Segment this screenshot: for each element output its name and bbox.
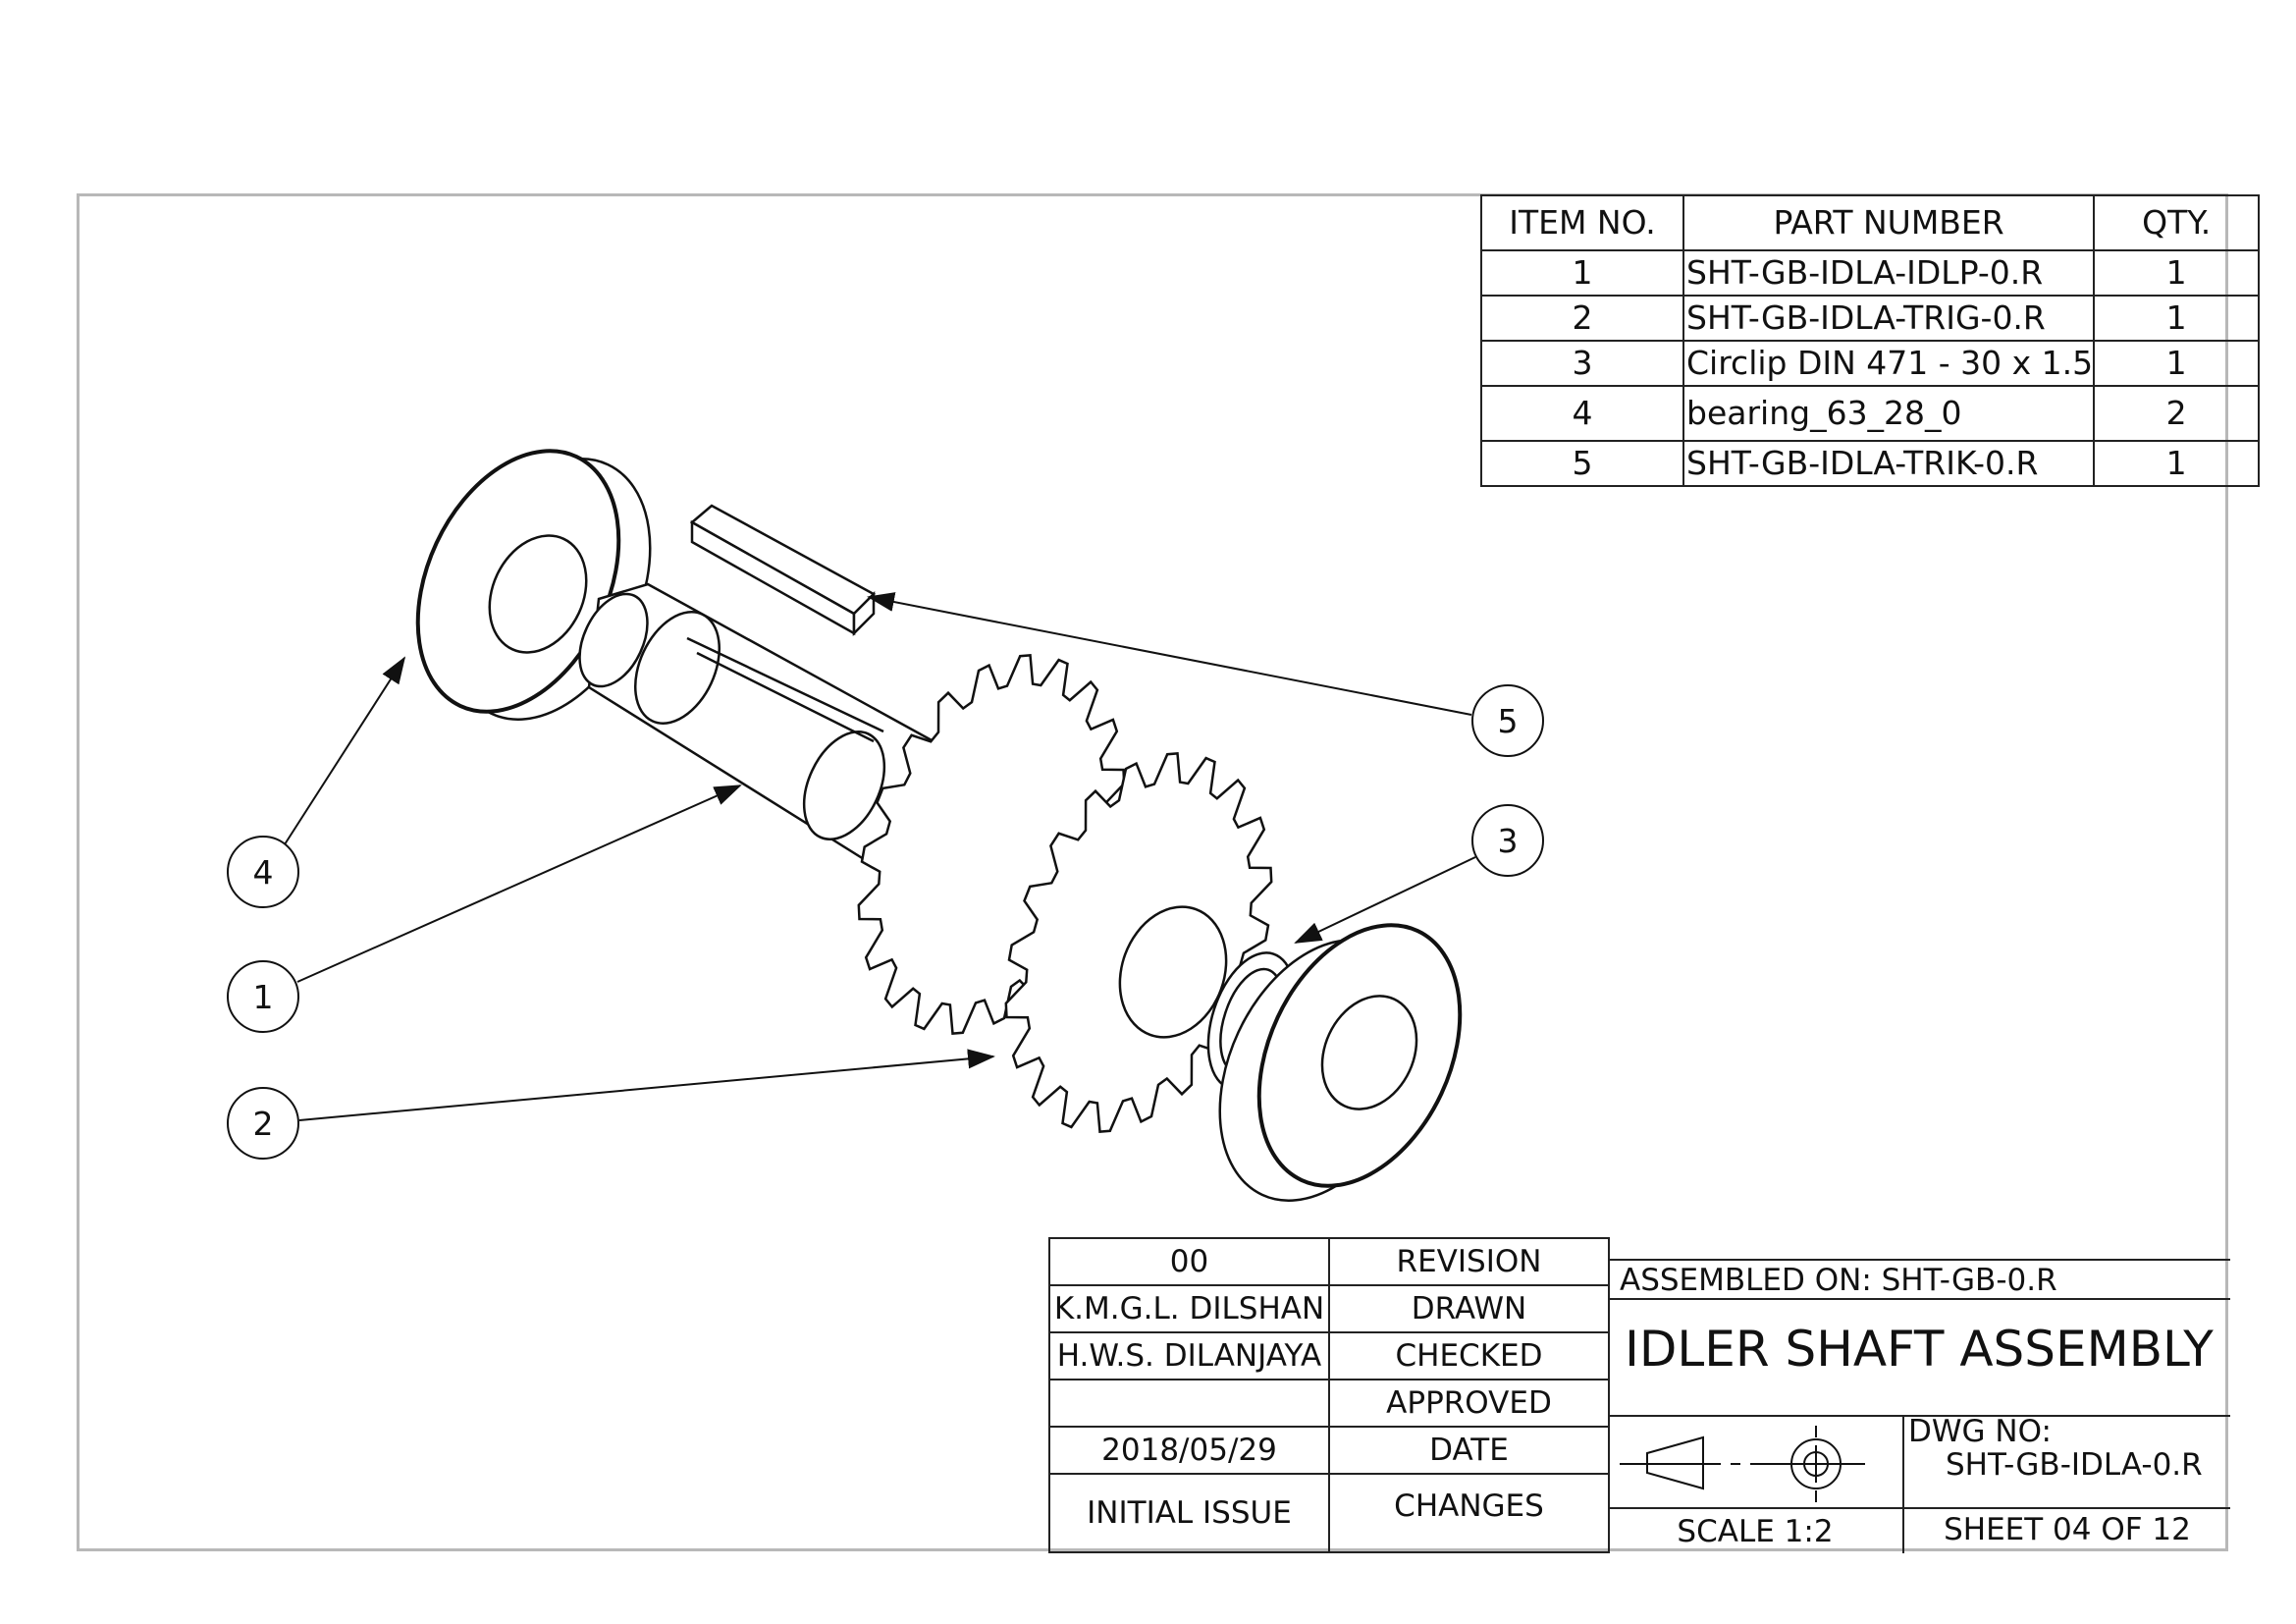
bom-qty: 1 — [2093, 249, 2261, 297]
bom-header-part: PART NUMBER — [1682, 194, 2096, 251]
assembled-on: ASSEMBLED ON: SHT-GB-0.R — [1620, 1263, 2057, 1298]
svg-text:3: 3 — [1498, 822, 1519, 860]
bearing-right — [1218, 923, 1463, 1202]
bom-header-item: ITEM NO. — [1480, 194, 1684, 251]
svg-text:4: 4 — [253, 853, 274, 892]
bom-item: 4 — [1480, 385, 1684, 442]
divider — [1608, 1259, 2230, 1261]
bom-item: 3 — [1480, 340, 1684, 387]
third-angle-projection-icon — [1620, 1426, 1865, 1502]
date-value: 2018/05/29 — [1048, 1426, 1330, 1475]
bom-item: 5 — [1480, 440, 1684, 487]
bom-qty: 2 — [2093, 385, 2261, 442]
divider — [1608, 1415, 2230, 1417]
divider — [1608, 1507, 2230, 1509]
drawn-label: DRAWN — [1328, 1284, 1610, 1333]
changes-label: CHANGES — [1328, 1473, 1610, 1553]
bom-part: SHT-GB-IDLA-TRIK-0.R — [1682, 440, 2096, 487]
bom-part: SHT-GB-IDLA-IDLP-0.R — [1682, 249, 2096, 297]
bom-part: SHT-GB-IDLA-TRIG-0.R — [1682, 295, 2096, 342]
divider — [1608, 1298, 2230, 1300]
balloon-3: 3 — [1471, 804, 1544, 877]
revision-value: 00 — [1048, 1237, 1330, 1286]
drawing-border — [77, 193, 2228, 1551]
spur-gear — [857, 654, 1273, 1133]
leader-4 — [284, 656, 406, 845]
bom-qty: 1 — [2093, 340, 2261, 387]
bom-qty: 1 — [2093, 295, 2261, 342]
balloon-4: 4 — [227, 836, 299, 908]
bom-item: 2 — [1480, 295, 1684, 342]
balloon-1: 1 — [227, 960, 299, 1033]
changes-value: INITIAL ISSUE — [1048, 1473, 1330, 1553]
drawn-value: K.M.G.L. DILSHAN — [1048, 1284, 1330, 1333]
bom-item: 1 — [1480, 249, 1684, 297]
leader-1 — [296, 785, 742, 983]
trik-key — [689, 504, 877, 637]
drawing-title: IDLER SHAFT ASSEMBLY — [1625, 1321, 2214, 1378]
bearing-left — [415, 449, 652, 721]
bom-part: Circlip DIN 471 - 30 x 1.5 — [1682, 340, 2096, 387]
leader-3 — [1294, 856, 1476, 944]
revision-label: REVISION — [1328, 1237, 1610, 1286]
approved-label: APPROVED — [1328, 1379, 1610, 1428]
balloon-5: 5 — [1471, 684, 1544, 757]
checked-value: H.W.S. DILANJAYA — [1048, 1331, 1330, 1380]
leader-2 — [298, 1049, 995, 1121]
dwg-no-label: DWG NO: — [1908, 1414, 2052, 1449]
balloon-2: 2 — [227, 1087, 299, 1160]
svg-text:5: 5 — [1498, 702, 1519, 740]
sheet-number: SHEET 04 OF 12 — [1944, 1512, 2191, 1547]
divider — [1902, 1415, 1904, 1553]
svg-text:2: 2 — [253, 1105, 274, 1143]
leader-5 — [867, 592, 1472, 716]
scale: SCALE 1:2 — [1677, 1514, 1834, 1549]
approved-value — [1048, 1379, 1330, 1428]
bom-part: bearing_63_28_0 — [1682, 385, 2096, 442]
bom-header-qty: QTY. — [2093, 194, 2261, 251]
checked-label: CHECKED — [1328, 1331, 1610, 1380]
svg-text:1: 1 — [253, 978, 274, 1016]
idler-shaft — [578, 582, 944, 861]
dwg-no: SHT-GB-IDLA-0.R — [1946, 1447, 2203, 1483]
bom-qty: 1 — [2093, 440, 2261, 487]
date-label: DATE — [1328, 1426, 1610, 1475]
